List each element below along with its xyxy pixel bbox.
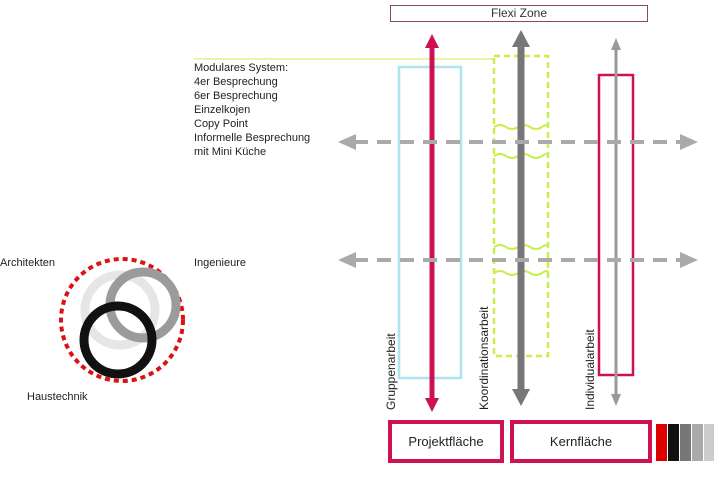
modular-item-6er: 6er Besprechung [194,90,278,102]
lower-arrow-left [338,252,356,268]
swatch-mid-gray [692,424,703,461]
flexi-zone-header: Flexi Zone [390,5,648,22]
group-arrow-up [425,34,439,48]
swatch-red [656,424,667,461]
modular-item-copy-point: Copy Point [194,118,248,130]
modular-item-informelle: Informelle Besprechung [194,132,311,144]
architects-ring [80,270,160,350]
lower-arrow-right [680,252,698,268]
project-area-box: Projektfläche [388,420,504,463]
core-area-box: Kernfläche [510,420,652,463]
modular-item-einzelkojen: Einzelkojen [194,104,251,116]
label-engineers: Ingenieure [194,257,246,269]
swatch-dark-gray [680,424,691,461]
coordination-arrow-down [512,389,530,406]
label-coordination-work: Koordinationsarbeit [477,306,491,410]
label-building-services: Haustechnik [27,391,88,403]
label-individual-work: Individualarbeit [583,329,597,410]
upper-arrow-right [680,134,698,150]
modular-system-title: Modulares System: [194,62,289,74]
label-group-work: Gruppenarbeit [384,333,398,410]
coordination-arrow-up [512,30,530,47]
collaboration-boundary [59,257,185,383]
modular-item-4er: 4er Besprechung [194,76,278,88]
building-services-ring [79,301,157,379]
individual-arrow-up [611,38,621,50]
individual-arrow-down [611,394,621,406]
group-arrow-down [425,398,439,412]
modular-item-mini-kueche: mit Mini Küche [194,146,267,158]
swatch-black [668,424,679,461]
label-architects: Architekten [0,257,56,269]
upper-arrow-left [338,134,356,150]
swatch-light-gray [704,424,714,461]
